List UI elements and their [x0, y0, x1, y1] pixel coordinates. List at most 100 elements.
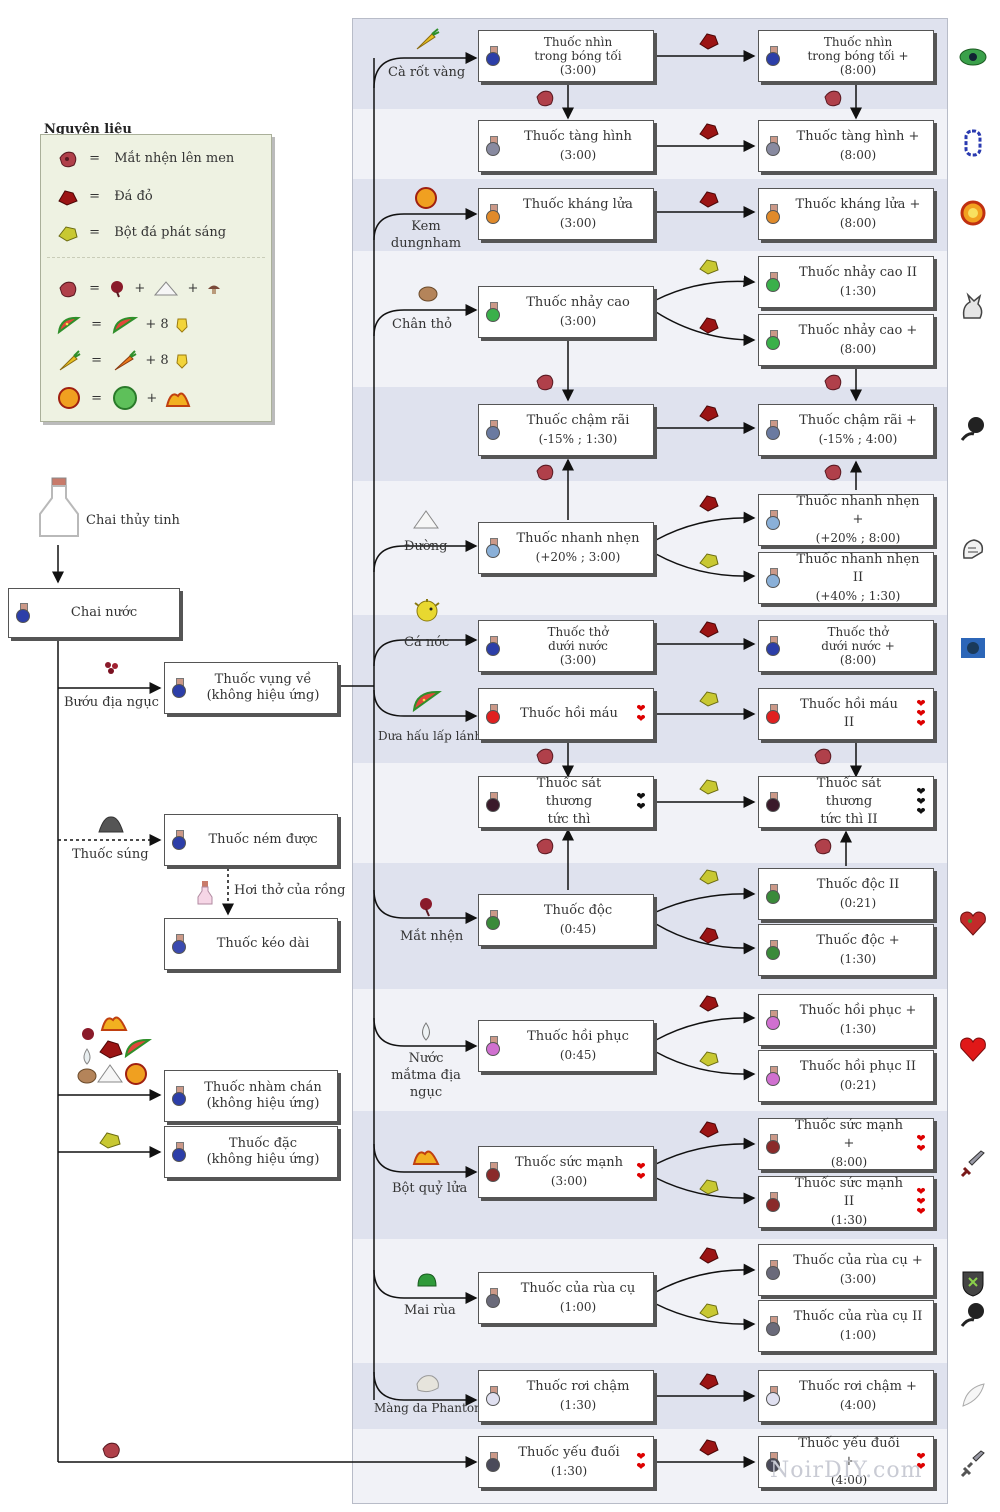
potion-bottle-icon — [486, 704, 500, 724]
legend-label: Đá đỏ — [114, 189, 153, 204]
legend-divider — [47, 257, 265, 258]
redstone-icon — [699, 1247, 719, 1264]
potion-title: Thuốc nhanh nhẹn(+20% ; 3:00) — [513, 530, 643, 566]
gunpowder-icon — [98, 816, 124, 833]
title-line: Thuốc nhìn — [543, 35, 613, 49]
potion-bottle-icon — [486, 910, 500, 930]
ingredient-label: Cá nóc — [404, 635, 450, 650]
plus-sign: + — [146, 390, 158, 406]
magma-cream-icon — [415, 187, 437, 209]
title-line: Thuốc vụng về — [214, 672, 312, 687]
plus-sign: + — [134, 281, 146, 296]
redstone-icon — [58, 189, 78, 206]
title-line: Thuốc của rùa cụ — [520, 1281, 636, 1296]
lingering-potion-box: Thuốc kéo dài — [164, 918, 338, 970]
label-line: Kem dung — [390, 219, 441, 251]
potion-bottle-icon — [486, 538, 500, 558]
title-line: Thuốc hồi máu II — [800, 697, 898, 730]
ingredient-label: Kem dungnham — [388, 218, 464, 252]
title-line: (1:30) — [830, 1213, 868, 1227]
title-line: Thuốc kháng lửa — [523, 197, 633, 212]
glass-bottle-icon — [39, 477, 79, 537]
title-line: (1:30) — [839, 1022, 877, 1036]
title-line: (-15% ; 4:00) — [818, 432, 898, 446]
nether-wart-icon — [105, 662, 118, 674]
potion-bottle-icon — [766, 510, 780, 530]
blaze-powder-icon — [100, 1016, 128, 1031]
title-line: (0:21) — [839, 896, 877, 910]
sugar-icon — [413, 510, 439, 529]
potion-title: Thuốc rơi chậm(1:30) — [513, 1378, 643, 1414]
glowstone-dust-icon — [699, 553, 719, 569]
potion-box-slow-falling: Thuốc rơi chậm(1:30) — [478, 1370, 654, 1422]
potion-box-poison: Thuốc độc(0:45) — [478, 894, 654, 946]
gold-nugget-icon — [176, 318, 188, 333]
title-line: dưới nước + — [821, 639, 895, 653]
gunpowder-label: Thuốc súng — [72, 847, 149, 862]
title-line: (không hiệu ứng) — [206, 688, 320, 703]
ingredient-label: Bột quỷ lửa — [392, 1181, 468, 1196]
box-title: Thuốc ném được — [208, 832, 318, 847]
title-line: Thuốc rơi chậm — [526, 1379, 630, 1394]
title-line: Thuốc sát thương — [816, 776, 882, 809]
water-bottle-box: Chai nước — [8, 588, 180, 638]
redstone-icon — [699, 1439, 719, 1456]
potion-bottle-icon — [486, 46, 500, 66]
title-line: Thuốc thở — [547, 625, 609, 639]
potion-bottle-icon — [766, 940, 780, 960]
potion-bottle-icon — [766, 1452, 780, 1472]
heart-icon: ❤❤ — [636, 1160, 646, 1183]
potion-box-weakness-plus: Thuốc yếu đuối +(4:00)❤❤ — [758, 1436, 934, 1488]
ingredient-label: Mắt nhện — [400, 929, 464, 944]
title-line: Thuốc nhảy cao + — [798, 323, 918, 338]
potion-box-slowness-plus: Thuốc chậm rãi +(-15% ; 4:00) — [758, 404, 934, 456]
magma-cream-icon — [58, 387, 80, 409]
glowstone-dust-icon — [99, 1132, 121, 1149]
title-line: (1:30) — [839, 284, 877, 298]
slowness-icon — [960, 1303, 984, 1327]
title-line: dưới nước — [548, 639, 608, 653]
glowstone-dust-icon — [699, 1303, 719, 1319]
potion-title: Thuốc nhảy cao II(1:30) — [793, 264, 923, 300]
redstone-icon — [699, 317, 719, 334]
fermented-spider-eye-icon — [536, 748, 554, 765]
glowstone-dust-icon — [699, 869, 719, 885]
potion-box-fire-res-plus: Thuốc kháng lửa +(8:00) — [758, 188, 934, 240]
potion-box-swiftness-plus: Thuốc nhanh nhẹn +(+20% ; 8:00) — [758, 494, 934, 546]
potion-box-healing: Thuốc hồi máu❤❤ — [478, 688, 654, 740]
potion-box-invisibility: Thuốc tàng hình(3:00) — [478, 120, 654, 172]
redstone-icon — [699, 621, 719, 638]
potion-bottle-icon — [486, 792, 500, 812]
potion-box-fire-res: Thuốc kháng lửa(3:00) — [478, 188, 654, 240]
fermented-spider-eye-icon — [536, 464, 554, 481]
carrot-icon — [114, 349, 137, 370]
potion-title: Thuốc của rùa cụ(1:00) — [513, 1280, 643, 1316]
potion-title: Thuốc nhảy cao +(8:00) — [793, 322, 923, 358]
redstone-icon — [699, 927, 719, 944]
potion-title: Thuốc kháng lửa +(8:00) — [793, 196, 923, 232]
potion-bottle-icon — [766, 1192, 780, 1212]
title-line: Thuốc nhìn — [823, 35, 893, 49]
box-title: Thuốc kéo dài — [216, 936, 310, 951]
title-line: Thuốc kháng lửa + — [795, 197, 921, 212]
label-line: nham — [424, 236, 462, 251]
potion-box-turtle: Thuốc của rùa cụ(1:00) — [478, 1272, 654, 1324]
ghast-tear-icon — [83, 1048, 91, 1065]
fermented-spider-eye-icon — [536, 90, 554, 107]
title-line: (0:45) — [559, 922, 597, 936]
title-line: Thuốc hồi phục — [527, 1029, 629, 1044]
box-title: Chai nước — [70, 605, 138, 620]
speed-icon — [962, 539, 984, 559]
potion-title: Thuốc sức mạnh II(1:30) — [793, 1175, 905, 1229]
sugar-icon — [154, 280, 179, 295]
title-line: Thuốc của rùa cụ + — [793, 1253, 923, 1268]
potion-bottle-icon — [172, 1086, 186, 1106]
glowstone-dust-icon — [699, 691, 719, 707]
potion-box-leaping-plus: Thuốc nhảy cao +(8:00) — [758, 314, 934, 366]
rabbit-foot-icon — [418, 286, 438, 302]
potion-box-regen: Thuốc hồi phục(0:45) — [478, 1020, 654, 1072]
